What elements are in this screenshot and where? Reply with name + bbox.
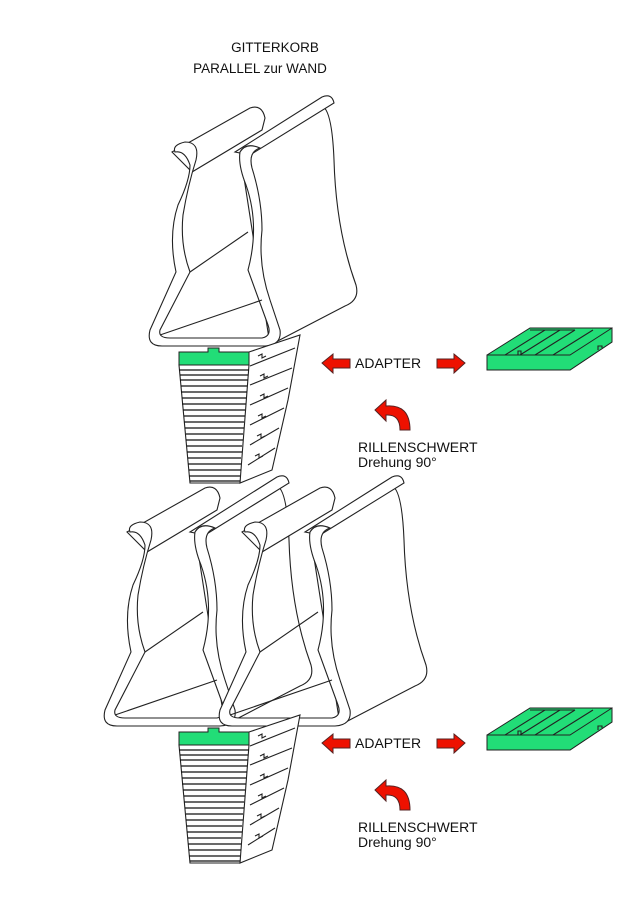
rotation-value-2: Drehung 90°	[358, 834, 437, 850]
adapter-plate	[486, 327, 613, 371]
grooved-mount-stack	[178, 334, 301, 484]
adapter-label-2: ADAPTER	[355, 735, 422, 751]
rotation-label-2: RILLENSCHWERT	[358, 819, 478, 835]
rotation-value-1: Drehung 90°	[358, 454, 437, 470]
basket-clip-single	[148, 95, 358, 347]
rotation-label-1: RILLENSCHWERT	[358, 439, 478, 455]
title-line-1: GITTERKORB	[231, 40, 319, 55]
grooved-mount-stack	[178, 714, 301, 864]
title-line-2: PARALLEL zur WAND	[193, 61, 327, 76]
adapter-label-1: ADAPTER	[355, 355, 422, 371]
panel-double-clip	[103, 475, 613, 864]
adapter-plate	[486, 707, 613, 751]
panel-single-clip	[148, 95, 613, 484]
